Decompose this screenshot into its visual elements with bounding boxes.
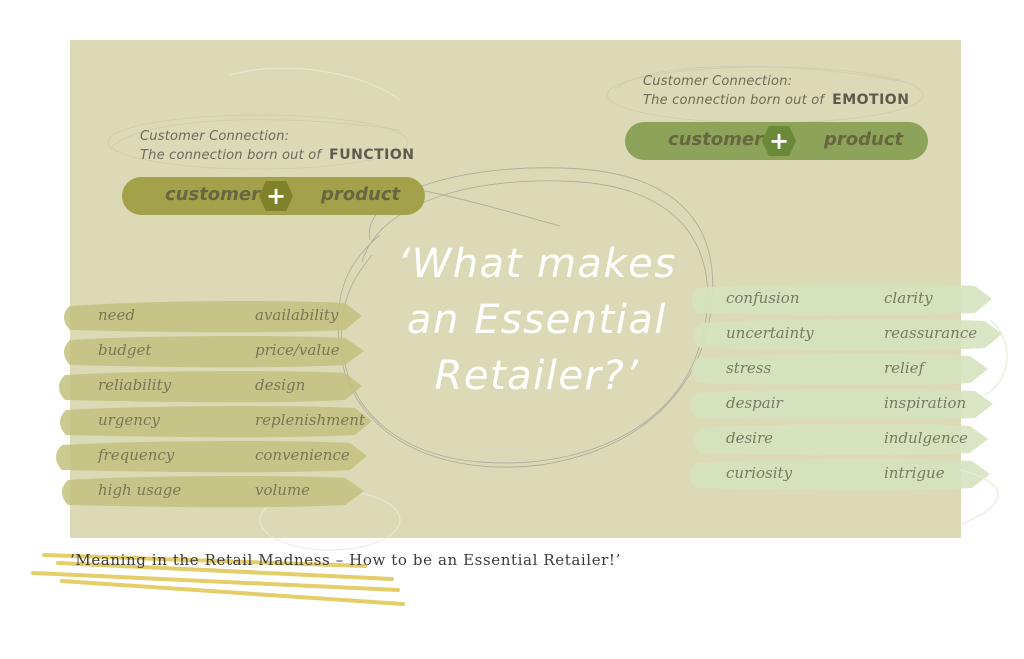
emotion-outcome-3: relief	[884, 359, 925, 377]
emotion-outcome-6: intrigue	[884, 464, 945, 482]
emotion-connection-subtitle: The connection born out of EMOTION	[643, 91, 909, 110]
function-plus-icon: +	[259, 181, 293, 211]
emotion-outcome-1: clarity	[884, 289, 933, 307]
function-need-6: high usage	[98, 481, 182, 499]
emotion-pill: customer + product	[625, 122, 928, 160]
emotion-feeling-6: curiosity	[726, 464, 793, 482]
function-customer-word: customer	[165, 184, 261, 205]
headline-line-1: ‘What makes	[397, 241, 677, 287]
emotion-customer-word: customer	[668, 129, 764, 150]
emotion-feeling-1: confusion	[726, 289, 800, 307]
function-need-1: need	[98, 306, 136, 324]
emotion-outcome-4: inspiration	[884, 394, 967, 412]
function-outcome-1: availability	[255, 306, 339, 324]
function-outcome-2: price/value	[255, 341, 340, 359]
function-need-2: budget	[98, 341, 152, 359]
function-need-4: urgency	[98, 411, 160, 429]
emotion-outcome-5: indulgence	[884, 429, 968, 447]
function-connection-label: Customer Connection: The connection born…	[140, 127, 414, 165]
emotion-keyword: EMOTION	[832, 92, 910, 108]
function-keyword: FUNCTION	[329, 147, 415, 163]
function-connection-subtitle: The connection born out of FUNCTION	[140, 146, 414, 165]
function-need-3: reliability	[98, 376, 172, 394]
emotion-feeling-3: stress	[726, 359, 772, 377]
caption: ‘Meaning in the Retail Madness – How to …	[70, 551, 621, 569]
emotion-subtitle-text: The connection born out of	[643, 93, 825, 108]
emotion-plus-icon: +	[762, 126, 796, 156]
headline-line-2: an Essential	[407, 297, 667, 343]
function-outcome-5: convenience	[255, 446, 350, 464]
emotion-feeling-4: despair	[726, 394, 783, 412]
function-outcome-4: replenishment	[255, 411, 365, 429]
headline: ‘What makes an Essential Retailer?’	[352, 236, 722, 404]
function-outcome-6: volume	[255, 481, 311, 499]
headline-line-3: Retailer?’	[434, 353, 640, 399]
function-pill: customer + product	[122, 177, 425, 215]
emotion-connection-label: Customer Connection: The connection born…	[643, 72, 909, 110]
function-need-5: frequency	[98, 446, 175, 464]
function-subtitle-text: The connection born out of	[140, 148, 322, 163]
emotion-product-word: product	[824, 129, 904, 150]
emotion-connection-title: Customer Connection:	[643, 74, 793, 89]
emotion-feeling-5: desire	[726, 429, 774, 447]
function-product-word: product	[321, 184, 401, 205]
function-outcome-3: design	[255, 376, 306, 394]
emotion-outcome-2: reassurance	[884, 324, 978, 342]
function-connection-title: Customer Connection:	[140, 129, 290, 144]
emotion-feeling-2: uncertainty	[726, 324, 814, 342]
